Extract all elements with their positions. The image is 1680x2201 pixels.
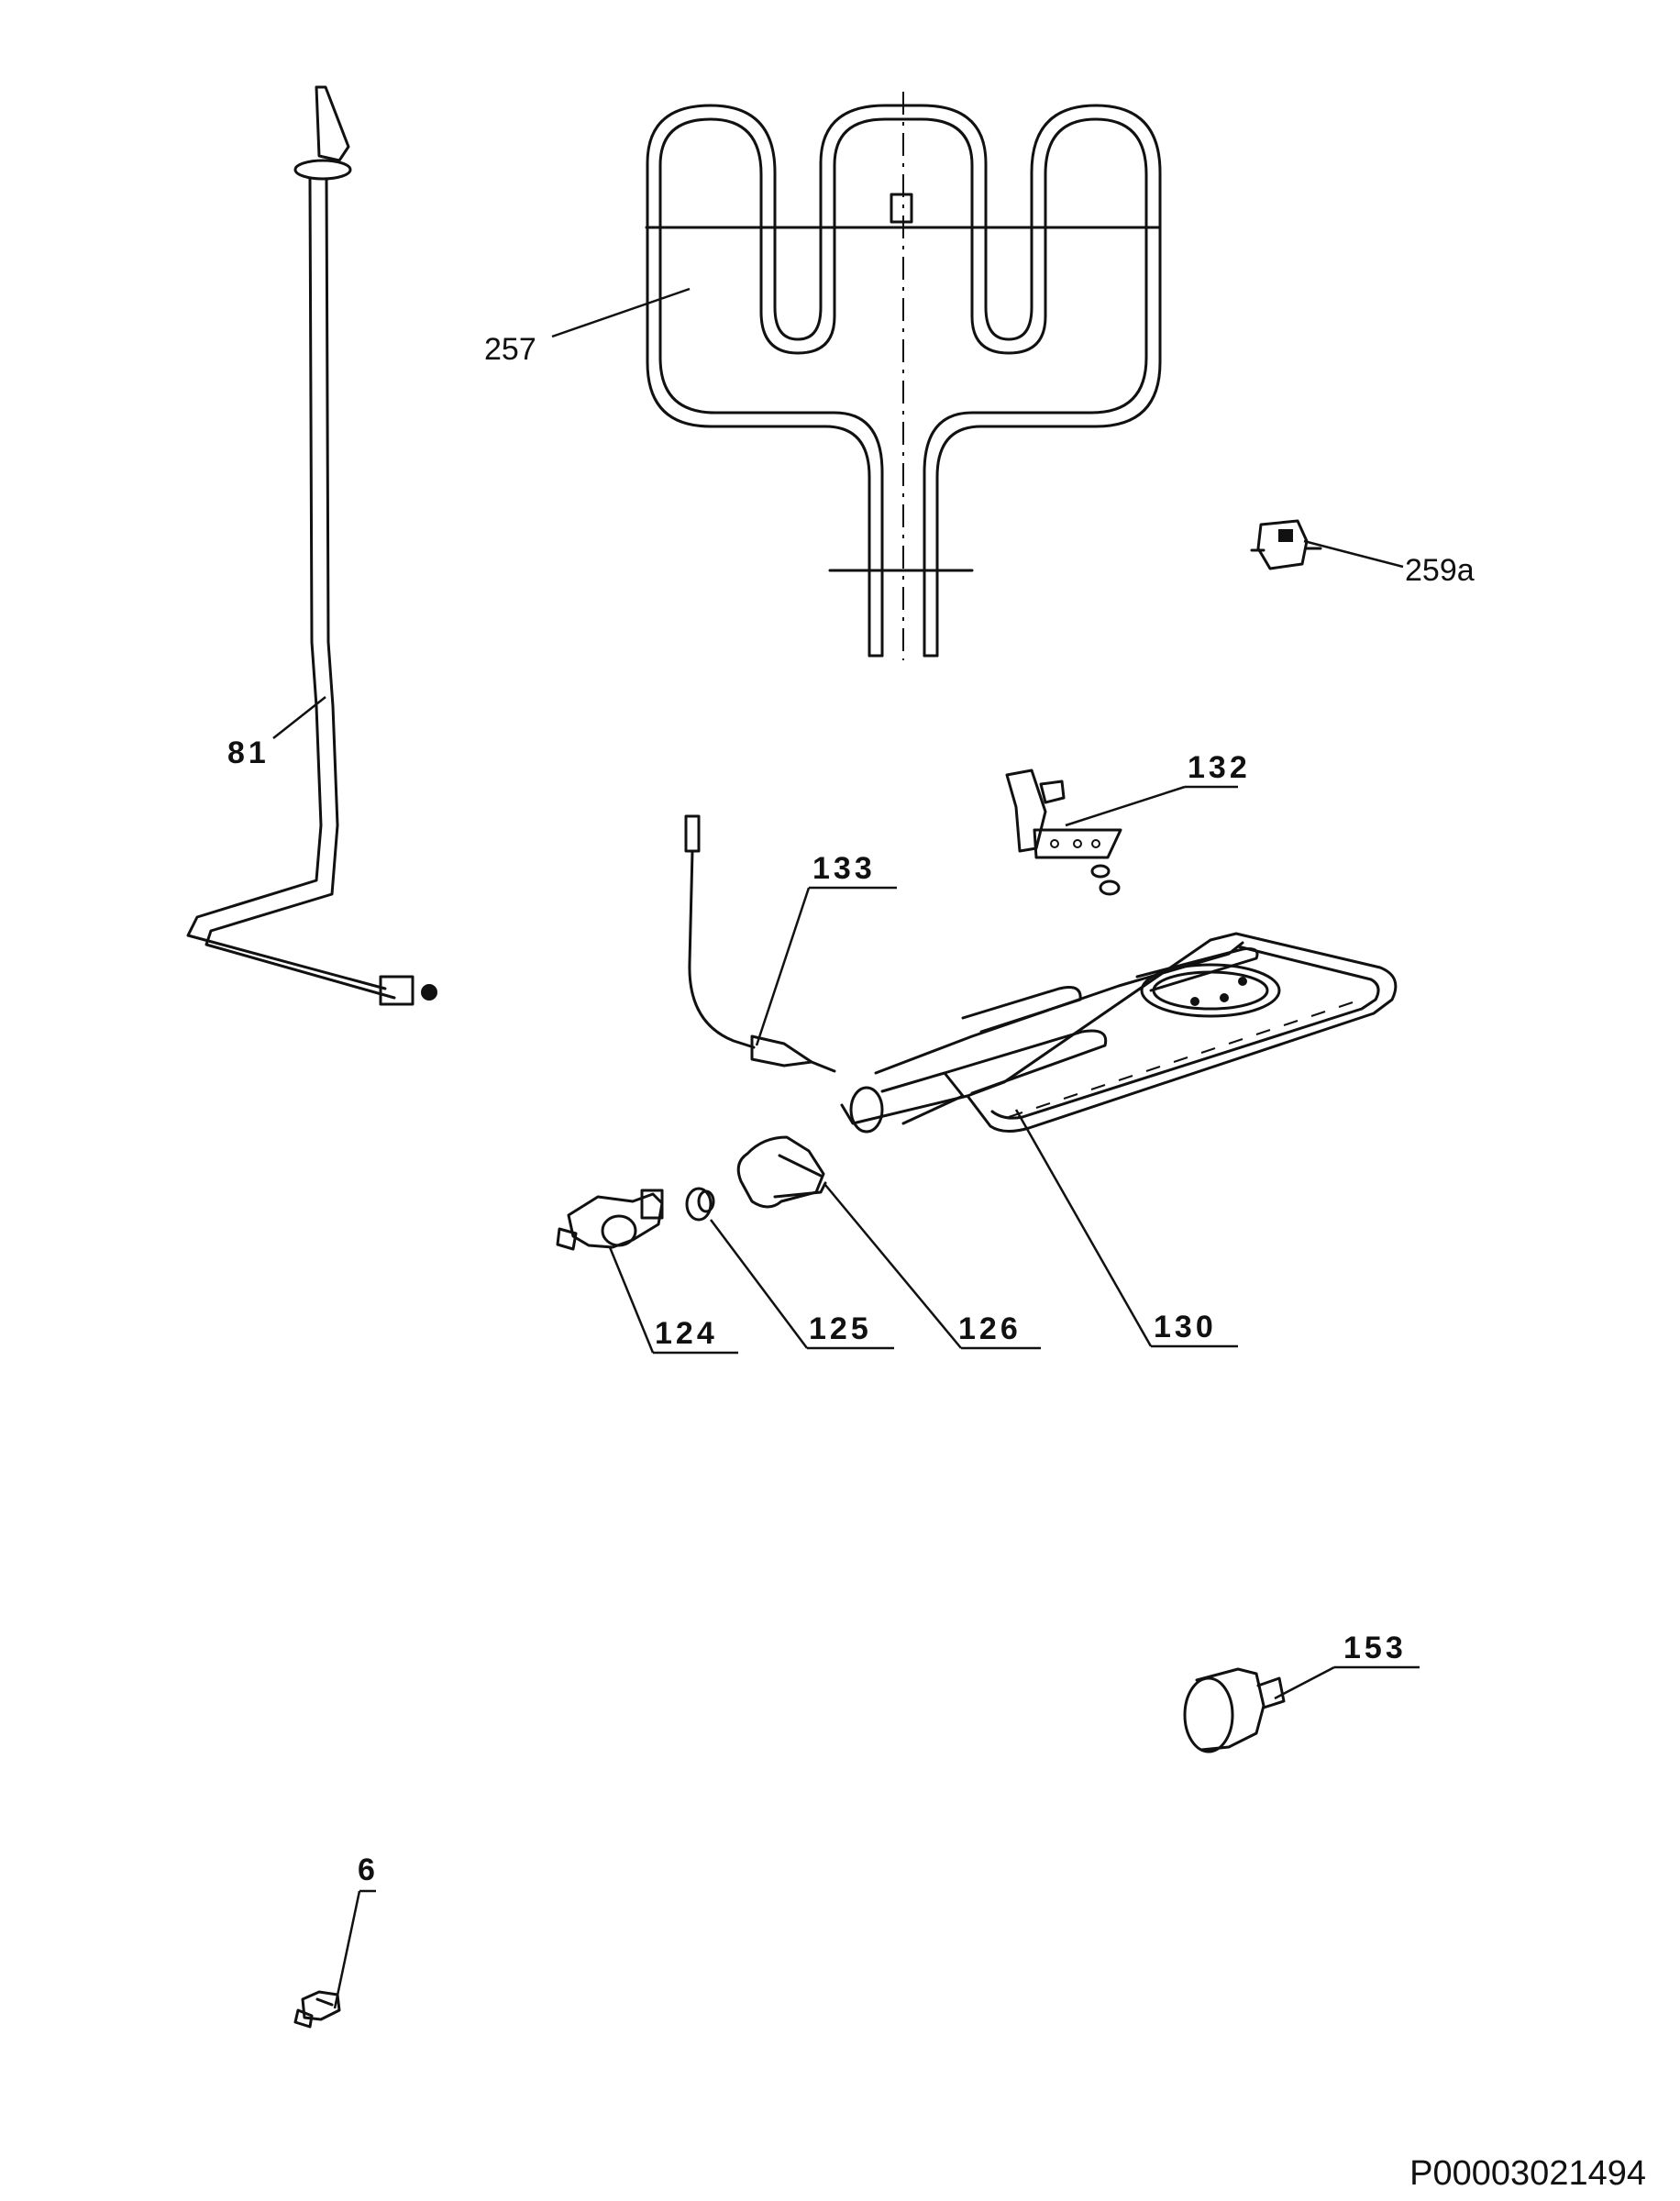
part-257-heating-element [645, 92, 1162, 660]
callout-153: 153 [1343, 1631, 1407, 1665]
callout-257: 257 [484, 332, 536, 367]
callout-259a: 259a [1405, 553, 1475, 588]
part-125-injector [685, 1187, 715, 1222]
part-126-clip [736, 1135, 827, 1209]
part-259a-connector [1250, 519, 1322, 570]
callout-126: 126 [958, 1311, 1022, 1346]
callout-125: 125 [809, 1311, 872, 1346]
part-124-valve [556, 1189, 664, 1251]
callout-133: 133 [812, 851, 876, 886]
callout-6: 6 [358, 1853, 379, 1887]
callout-130: 130 [1154, 1310, 1217, 1344]
document-id: P00003021494 [1409, 2154, 1646, 2193]
callout-132: 132 [1188, 750, 1251, 785]
part-153-knob [1183, 1667, 1286, 1753]
callout-81: 81 [227, 736, 270, 770]
part-133-thermocouple [684, 814, 836, 1073]
part-6-clip [293, 1990, 341, 2029]
part-132-bracket [1005, 769, 1122, 896]
part-130-grill-burner [840, 932, 1398, 1134]
callout-124: 124 [655, 1316, 718, 1351]
part-81-gas-pipe [186, 85, 437, 1006]
leader-lines [272, 287, 1420, 2009]
